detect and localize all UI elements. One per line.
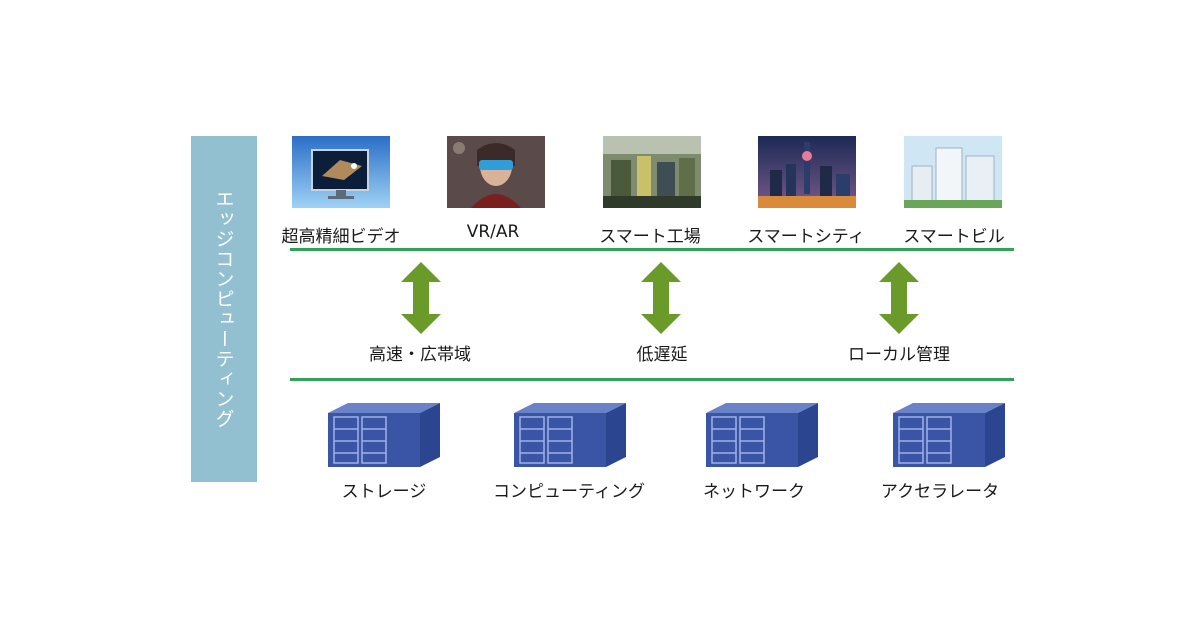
server-rack-icon bbox=[893, 403, 1005, 467]
edge-computing-side-bar: エッジコンピューティング bbox=[191, 136, 257, 482]
bottom-divider-line bbox=[290, 378, 1014, 381]
tv-eagle-image bbox=[292, 136, 390, 208]
double-arrow-icon bbox=[879, 262, 919, 334]
infra-label-network: ネットワーク bbox=[703, 482, 805, 502]
server-rack-icon bbox=[514, 403, 626, 467]
app-label-smart-building: スマートビル bbox=[903, 227, 1005, 247]
side-label: エッジコンピューティング bbox=[212, 189, 235, 429]
vr-headset-image bbox=[447, 136, 545, 208]
city-night-image bbox=[758, 136, 856, 208]
app-label-vr-ar: VR/AR bbox=[466, 222, 520, 242]
infra-label-computing: コンピューティング bbox=[493, 482, 645, 502]
infra-label-accelerator: アクセラレータ bbox=[880, 482, 1000, 502]
top-divider-line bbox=[290, 248, 1014, 251]
feature-label-bandwidth: 高速・広帯域 bbox=[369, 345, 471, 365]
app-label-smart-factory: スマート工場 bbox=[599, 227, 701, 247]
double-arrow-icon bbox=[401, 262, 441, 334]
double-arrow-icon bbox=[641, 262, 681, 334]
factory-image bbox=[603, 136, 701, 208]
feature-label-latency: 低遅延 bbox=[636, 345, 688, 365]
server-rack-icon bbox=[328, 403, 440, 467]
app-label-video: 超高精細ビデオ bbox=[281, 227, 401, 247]
feature-label-local-management: ローカル管理 bbox=[848, 345, 950, 365]
infra-label-storage: ストレージ bbox=[341, 482, 427, 502]
building-image bbox=[904, 136, 1002, 208]
app-label-smart-city: スマートシティ bbox=[747, 227, 865, 247]
server-rack-icon bbox=[706, 403, 818, 467]
